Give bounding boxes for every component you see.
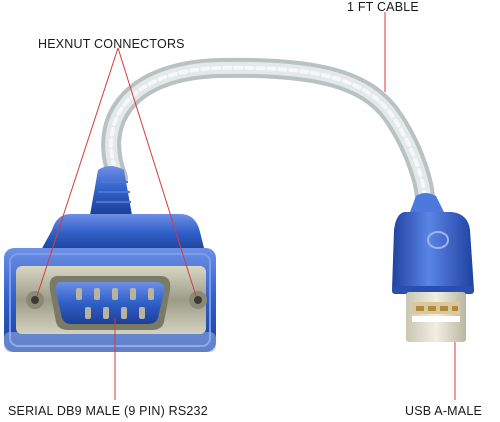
hexnut-connectors-label: HEXNUT CONNECTORS: [38, 37, 185, 51]
db9-strain-relief: [90, 166, 132, 215]
pointer-hexnut-right: [117, 47, 197, 297]
usb-metal-plug: [406, 292, 466, 342]
hexnut-left: [26, 291, 44, 309]
pointer-lines: [36, 12, 456, 400]
pointer-hexnut-left: [36, 47, 119, 297]
hexnut-right: [189, 291, 207, 309]
db9-pins: [76, 288, 154, 319]
usb-a-male-label: USB A-MALE: [405, 404, 483, 418]
db9-metal-shell: [16, 266, 206, 334]
cable: [101, 57, 435, 210]
cable-length-label: 1 FT CABLE: [347, 0, 419, 14]
usb-body: [392, 212, 474, 294]
usb-strain-relief: [410, 193, 444, 212]
serial-db9-label: SERIAL DB9 MALE (9 PIN) RS232: [8, 404, 208, 418]
